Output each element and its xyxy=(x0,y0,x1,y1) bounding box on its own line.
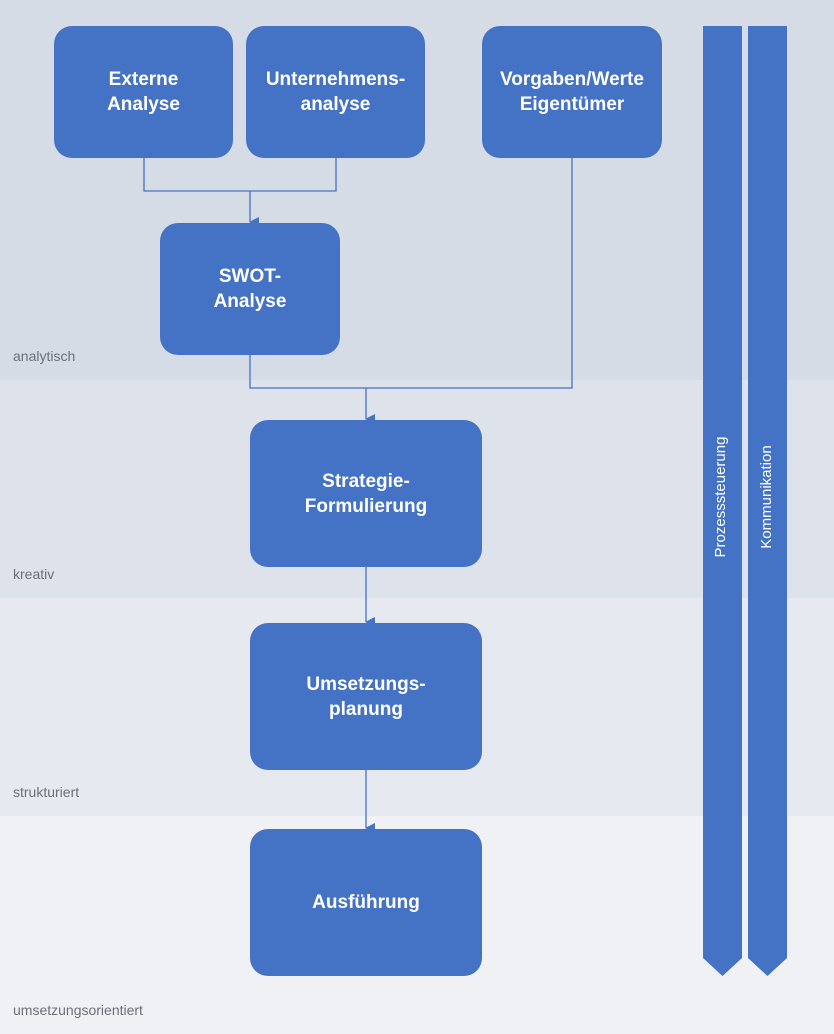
box-strategie-line-2: Formulierung xyxy=(304,495,428,517)
band-label-umsetzungsorientiert: umsetzungsorientiert xyxy=(13,1002,143,1018)
band-label-strukturiert: strukturiert xyxy=(13,784,80,800)
side-arrow-prozesssteuerung xyxy=(703,26,742,976)
box-strategie-line-1: Strategie- xyxy=(322,470,410,492)
box-ausfuehrung-line-1: Ausführung xyxy=(312,892,420,913)
box-ausfuehrung: Ausführung xyxy=(250,829,482,976)
box-vorgaben-line-1: Vorgaben/Werte xyxy=(500,69,644,90)
box-vorgaben-werte: Vorgaben/Werte Eigentümer xyxy=(482,26,662,158)
box-strategie-formulierung: Strategie- Formulierung xyxy=(250,420,482,567)
box-swot-line-1: SWOT- xyxy=(218,266,282,287)
box-unternehmensanalyse: Unternehmens- analyse xyxy=(246,26,425,158)
side-label-prozesssteuerung: Prozesssteuerung xyxy=(712,436,729,558)
box-unternehmensanalyse-line-1: Unternehmens- xyxy=(265,69,406,90)
box-unternehmensanalyse-line-2: analyse xyxy=(300,94,371,115)
side-label-kommunikation: Kommunikation xyxy=(758,445,775,549)
box-externe-analyse: Externe Analyse xyxy=(54,26,233,158)
box-vorgaben-line-2: Eigentümer xyxy=(519,94,625,115)
box-umsetzung-line-2: planung xyxy=(329,698,403,720)
side-arrow-kommunikation xyxy=(748,26,787,976)
connector-swot-vorgaben xyxy=(249,158,573,389)
box-swot-line-2: Analyse xyxy=(213,291,287,312)
box-umsetzung-line-1: Umsetzungs- xyxy=(306,673,426,695)
box-umsetzungsplanung: Umsetzungs- planung xyxy=(250,623,482,770)
band-label-kreativ: kreativ xyxy=(13,566,55,582)
band-label-analytisch: analytisch xyxy=(13,348,76,364)
connector-inputs-to-swot xyxy=(143,158,337,192)
box-swot-analyse: SWOT- Analyse xyxy=(160,223,340,355)
box-externe-analyse-line-1: Externe xyxy=(108,69,179,90)
box-externe-analyse-line-2: Analyse xyxy=(107,94,180,115)
